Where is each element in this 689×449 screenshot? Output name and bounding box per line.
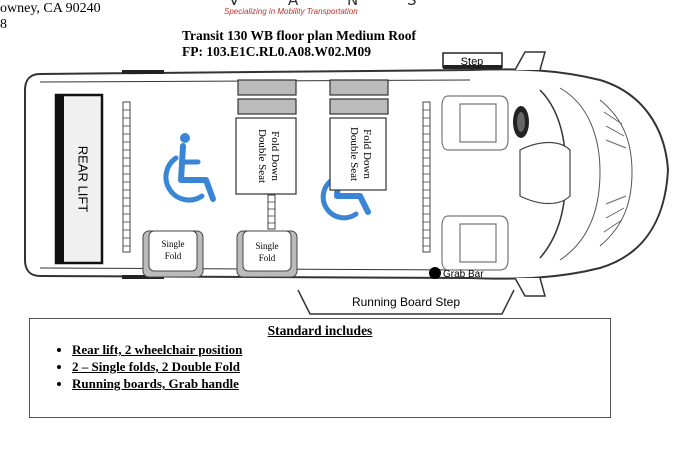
standard-item-3: Running boards, Grab handle <box>72 375 242 392</box>
fold-down-seat-2-line2: Double Seat <box>348 127 360 181</box>
single-fold-seat-2: Single Fold <box>236 230 298 278</box>
single-fold-seat-1: Single Fold <box>142 230 204 278</box>
standard-includes-box: Standard includes Rear lift, 2 wheelchai… <box>29 318 611 418</box>
rear-lift-label: REAR LIFT <box>76 146 91 213</box>
mirror-top <box>514 51 546 71</box>
mirror-bottom <box>514 277 546 297</box>
standard-includes-list: Rear lift, 2 wheelchair position 2 – Sin… <box>50 341 242 392</box>
floor-track-left <box>122 101 131 253</box>
fold-down-seat-1-line1: Fold Down <box>269 131 281 181</box>
logo-tagline: Specializing in Mobility Transportation <box>224 7 358 16</box>
floor-track-right <box>422 101 431 253</box>
fold-down-seat-1: Fold Down Double Seat <box>235 79 297 195</box>
grab-bar-label: Grab Bar <box>443 269 484 280</box>
single-fold-seat-1-line1: Single <box>161 239 184 249</box>
fold-down-seat-2: Fold Down Double Seat <box>329 79 389 191</box>
floor-plan-code: FP: 103.E1C.RL0.A08.W02.M09 <box>182 44 371 59</box>
logo-letters: V A N S <box>229 0 439 9</box>
passenger-seat <box>441 215 509 271</box>
standard-item-2: 2 – Single folds, 2 Double Fold <box>72 358 242 375</box>
floor-plan-title: Transit 130 WB floor plan Medium Roof <box>182 28 417 43</box>
wheelchair-icon-1 <box>163 133 216 203</box>
standard-item-1: Rear lift, 2 wheelchair position <box>72 341 242 358</box>
address-line: owney, CA 90240 <box>0 1 101 16</box>
running-board-step <box>297 289 515 315</box>
grab-bar-icon <box>429 267 441 279</box>
running-board-label: Running Board Step <box>352 295 460 309</box>
fold-down-seat-2-line1: Fold Down <box>361 129 373 179</box>
single-fold-seat-2-line1: Single <box>255 241 278 251</box>
van-floor-plan: Step REAR LIFT Fold Down Doub <box>24 51 670 315</box>
single-fold-seat-2-line2: Fold <box>259 253 276 263</box>
driver-seat <box>441 95 509 151</box>
address-line-2: 8 <box>0 17 7 32</box>
step-label: Step <box>461 56 484 68</box>
floor-track-mid <box>267 194 276 230</box>
single-fold-seat-1-line2: Fold <box>165 251 182 261</box>
fold-down-seat-1-line2: Double Seat <box>256 129 268 183</box>
standard-includes-title: Standard includes <box>267 323 373 338</box>
